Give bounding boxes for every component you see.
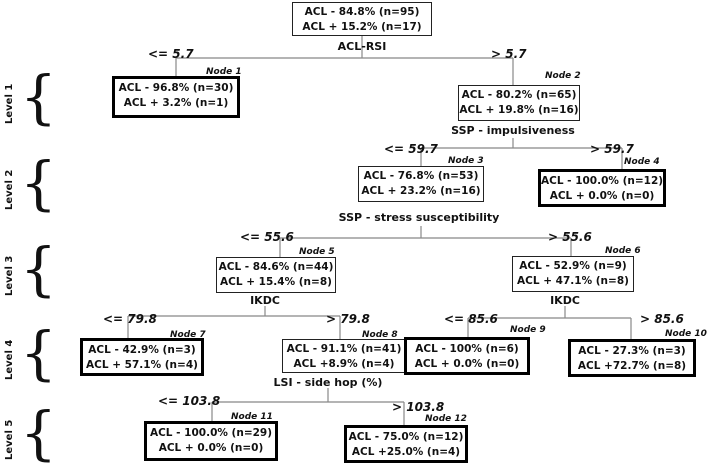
level-1-indicator: Level 1 { [4, 68, 57, 132]
root-node: ACL - 84.8% (n=95) ACL + 15.2% (n=17) [292, 2, 432, 36]
node-8-line-2: ACL +8.9% (n=4) [293, 358, 395, 370]
split-variable-node-5: IKDC [250, 294, 280, 307]
node-4: ACL - 100.0% (n=12) ACL + 0.0% (n=0) [538, 169, 666, 207]
root-line-2: ACL + 15.2% (n=17) [302, 21, 422, 33]
condition-right-node-3: > 55.6 [548, 230, 592, 244]
condition-left-node-3: <= 55.6 [240, 230, 294, 244]
condition-right-node-5: > 79.8 [326, 312, 370, 326]
brace-icon: { [20, 235, 57, 303]
node-9-line-1: ACL - 100% (n=6) [415, 343, 519, 355]
node-10-line-1: ACL - 27.3% (n=3) [578, 345, 686, 357]
node-12-label: Node 12 [425, 414, 467, 424]
node-8-line-1: ACL - 91.1% (n=41) [286, 343, 402, 355]
node-5: ACL - 84.6% (n=44) ACL + 15.4% (n=8) [216, 257, 336, 293]
node-1-line-1: ACL - 96.8% (n=30) [118, 82, 234, 94]
node-1-line-2: ACL + 3.2% (n=1) [123, 97, 229, 109]
condition-left-root: <= 5.7 [148, 47, 194, 61]
level-label: Level 4 [4, 339, 15, 380]
level-label: Level 2 [4, 169, 15, 210]
node-11-line-1: ACL - 100.0% (n=29) [149, 427, 273, 439]
level-3-indicator: Level 3 { [4, 240, 57, 304]
brace-icon: { [20, 399, 57, 467]
node-6-line-1: ACL - 52.9% (n=9) [519, 260, 627, 272]
level-label: Level 3 [4, 255, 15, 296]
node-7-label: Node 7 [170, 330, 206, 340]
brace-icon: { [20, 149, 57, 217]
split-variable-node-3: SSP - stress susceptibility [338, 211, 500, 224]
node-6-line-2: ACL + 47.1% (n=8) [517, 275, 629, 287]
node-2: ACL - 80.2% (n=65) ACL + 19.8% (n=16) [458, 85, 580, 121]
node-12-line-2: ACL +25.0% (n=4) [351, 446, 461, 458]
node-7: ACL - 42.9% (n=3) ACL + 57.1% (n=4) [80, 338, 204, 376]
level-2-indicator: Level 2 { [4, 154, 57, 218]
node-9-label: Node 9 [510, 325, 546, 335]
node-3-line-2: ACL + 23.2% (n=16) [361, 185, 481, 197]
node-6: ACL - 52.9% (n=9) ACL + 47.1% (n=8) [512, 256, 634, 292]
node-5-line-1: ACL - 84.6% (n=44) [218, 261, 334, 273]
condition-left-node-5: <= 79.8 [103, 312, 157, 326]
node-7-line-1: ACL - 42.9% (n=3) [88, 344, 196, 356]
node-5-label: Node 5 [299, 247, 335, 257]
node-8: ACL - 91.1% (n=41) ACL +8.9% (n=4) [282, 339, 406, 373]
condition-right-node-6: > 85.6 [640, 312, 684, 326]
node-10-line-2: ACL +72.7% (n=8) [577, 360, 687, 372]
node-11: ACL - 100.0% (n=29) ACL + 0.0% (n=0) [144, 421, 278, 461]
node-12-line-1: ACL - 75.0% (n=12) [348, 431, 464, 443]
node-3-line-1: ACL - 76.8% (n=53) [363, 170, 479, 182]
node-2-line-2: ACL + 19.8% (n=16) [459, 104, 579, 116]
node-2-line-1: ACL - 80.2% (n=65) [461, 89, 577, 101]
node-9-line-2: ACL + 0.0% (n=0) [414, 358, 520, 370]
node-6-label: Node 6 [605, 246, 641, 256]
split-variable-root: ACL-RSI [337, 40, 387, 53]
node-11-label: Node 11 [231, 412, 273, 422]
split-variable-node-2: SSP - impulsiveness [451, 124, 575, 137]
split-variable-node-8: LSI - side hop (%) [273, 376, 383, 389]
node-12: ACL - 75.0% (n=12) ACL +25.0% (n=4) [344, 425, 468, 463]
node-4-label: Node 4 [624, 157, 660, 167]
level-5-indicator: Level 5 { [4, 404, 57, 468]
condition-left-node-2: <= 59.7 [384, 142, 438, 156]
condition-left-node-6: <= 85.6 [444, 312, 498, 326]
node-10: ACL - 27.3% (n=3) ACL +72.7% (n=8) [568, 339, 696, 377]
condition-left-node-8: <= 103.8 [158, 394, 221, 408]
node-3: ACL - 76.8% (n=53) ACL + 23.2% (n=16) [358, 166, 484, 202]
condition-right-node-8: > 103.8 [392, 400, 445, 414]
level-label: Level 1 [4, 83, 15, 124]
level-label: Level 5 [4, 419, 15, 460]
node-5-line-2: ACL + 15.4% (n=8) [220, 276, 332, 288]
level-4-indicator: Level 4 { [4, 324, 57, 388]
node-1-label: Node 1 [206, 67, 242, 77]
node-4-line-1: ACL - 100.0% (n=12) [541, 175, 664, 187]
node-4-line-2: ACL + 0.0% (n=0) [549, 190, 655, 202]
condition-right-root: > 5.7 [491, 47, 527, 61]
node-7-line-2: ACL + 57.1% (n=4) [86, 359, 198, 371]
node-2-label: Node 2 [545, 71, 581, 81]
node-1: ACL - 96.8% (n=30) ACL + 3.2% (n=1) [112, 76, 240, 118]
split-variable-node-6: IKDC [550, 294, 580, 307]
brace-icon: { [20, 63, 57, 131]
root-line-1: ACL - 84.8% (n=95) [304, 6, 420, 18]
node-9: ACL - 100% (n=6) ACL + 0.0% (n=0) [404, 337, 530, 375]
condition-right-node-2: > 59.7 [590, 142, 634, 156]
node-10-label: Node 10 [665, 329, 707, 339]
node-3-label: Node 3 [448, 156, 484, 166]
brace-icon: { [20, 319, 57, 387]
node-11-line-2: ACL + 0.0% (n=0) [158, 442, 264, 454]
node-8-label: Node 8 [362, 330, 398, 340]
